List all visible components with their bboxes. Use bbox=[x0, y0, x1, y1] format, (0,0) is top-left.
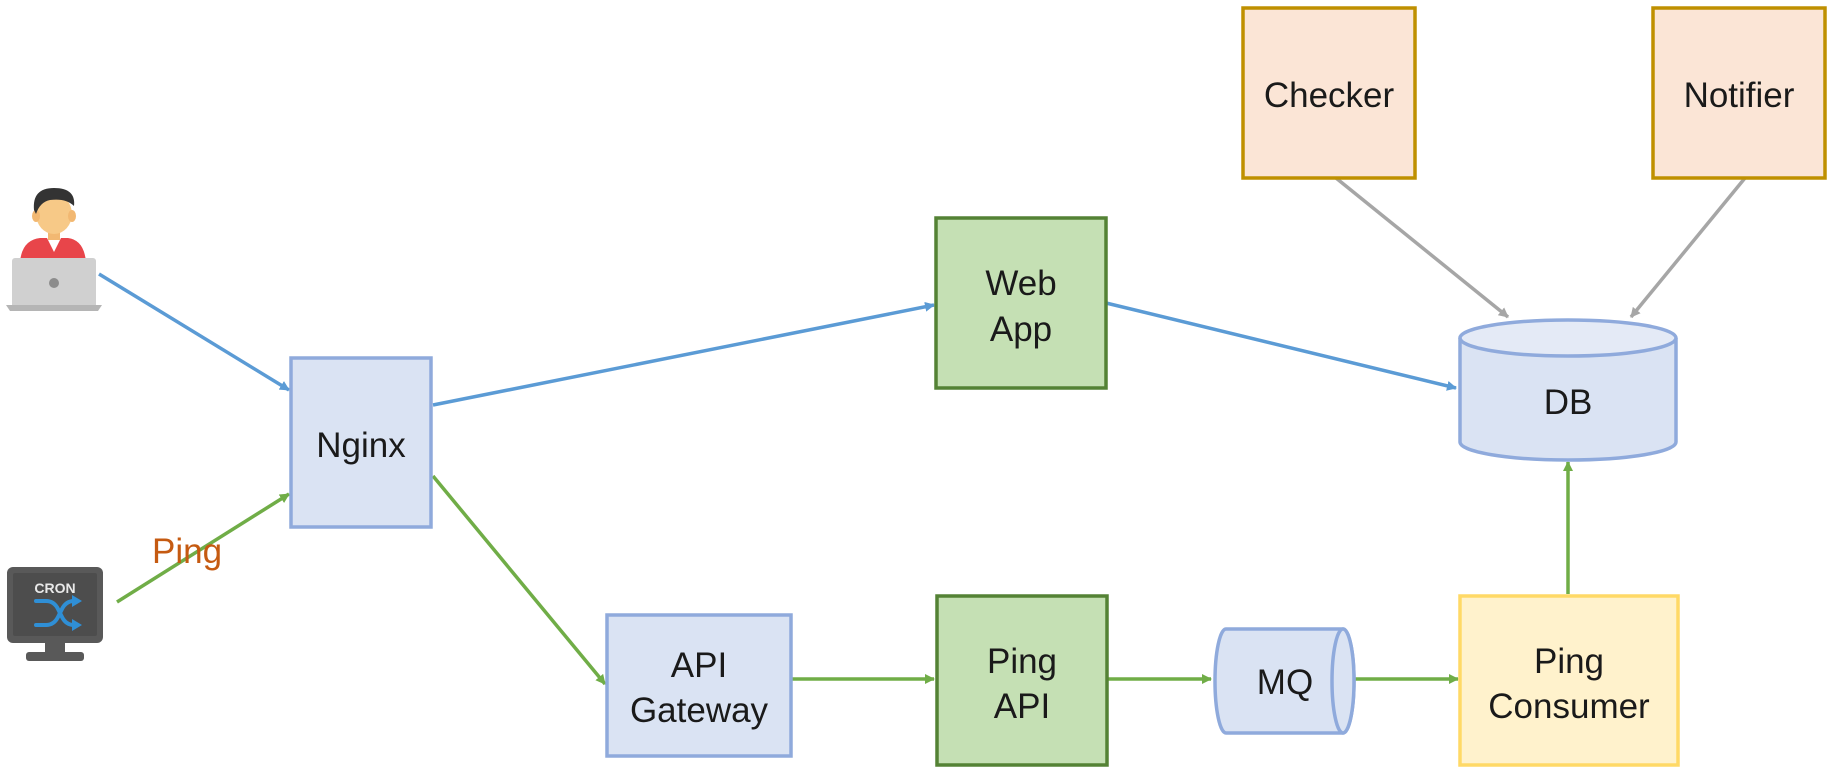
web-app-label-line1: Web bbox=[985, 264, 1056, 303]
notifier-label: Notifier bbox=[1684, 76, 1795, 115]
web-app-label-line2: App bbox=[990, 310, 1052, 349]
ping-api-label-line1: Ping bbox=[987, 642, 1057, 681]
ping-edge-label: Ping bbox=[152, 532, 222, 571]
ping-consumer-label-line1: Ping bbox=[1534, 642, 1604, 681]
mq-label: MQ bbox=[1257, 663, 1313, 702]
ping-consumer-node: Ping Consumer bbox=[1458, 594, 1680, 767]
web-app-node: Web App bbox=[934, 216, 1108, 390]
edge-checker-to-db bbox=[1334, 176, 1510, 319]
edge-notifier-to-db bbox=[1629, 176, 1747, 319]
ping-consumer-label-line2: Consumer bbox=[1488, 687, 1650, 726]
edges bbox=[98, 176, 1747, 686]
edge-webapp-to-db bbox=[1105, 301, 1457, 391]
ping-api-node: Ping API bbox=[935, 594, 1109, 767]
api-gateway-label-line2: Gateway bbox=[630, 691, 769, 730]
cron-monitor-icon: CRON bbox=[7, 567, 103, 661]
edge-nginx-to-apigateway bbox=[431, 474, 607, 686]
checker-node: Checker bbox=[1241, 6, 1417, 180]
shuffle-icon bbox=[34, 599, 76, 627]
edge-nginx-to-webapp bbox=[432, 301, 935, 407]
edge-cron-to-nginx bbox=[116, 492, 290, 604]
ping-api-label-line2: API bbox=[994, 687, 1050, 726]
mq-node: MQ bbox=[1213, 627, 1356, 735]
notifier-node: Notifier bbox=[1651, 6, 1827, 180]
nginx-label: Nginx bbox=[316, 426, 406, 465]
api-gateway-node: API Gateway bbox=[605, 613, 793, 758]
nginx-node: Nginx bbox=[289, 356, 433, 529]
user-laptop-icon bbox=[6, 188, 102, 311]
api-gateway-label-line1: API bbox=[671, 646, 727, 685]
edge-user-to-nginx bbox=[98, 272, 290, 392]
cron-label: CRON bbox=[34, 580, 75, 596]
db-label: DB bbox=[1544, 383, 1593, 422]
db-node: DB bbox=[1458, 318, 1678, 462]
checker-label: Checker bbox=[1264, 76, 1395, 115]
